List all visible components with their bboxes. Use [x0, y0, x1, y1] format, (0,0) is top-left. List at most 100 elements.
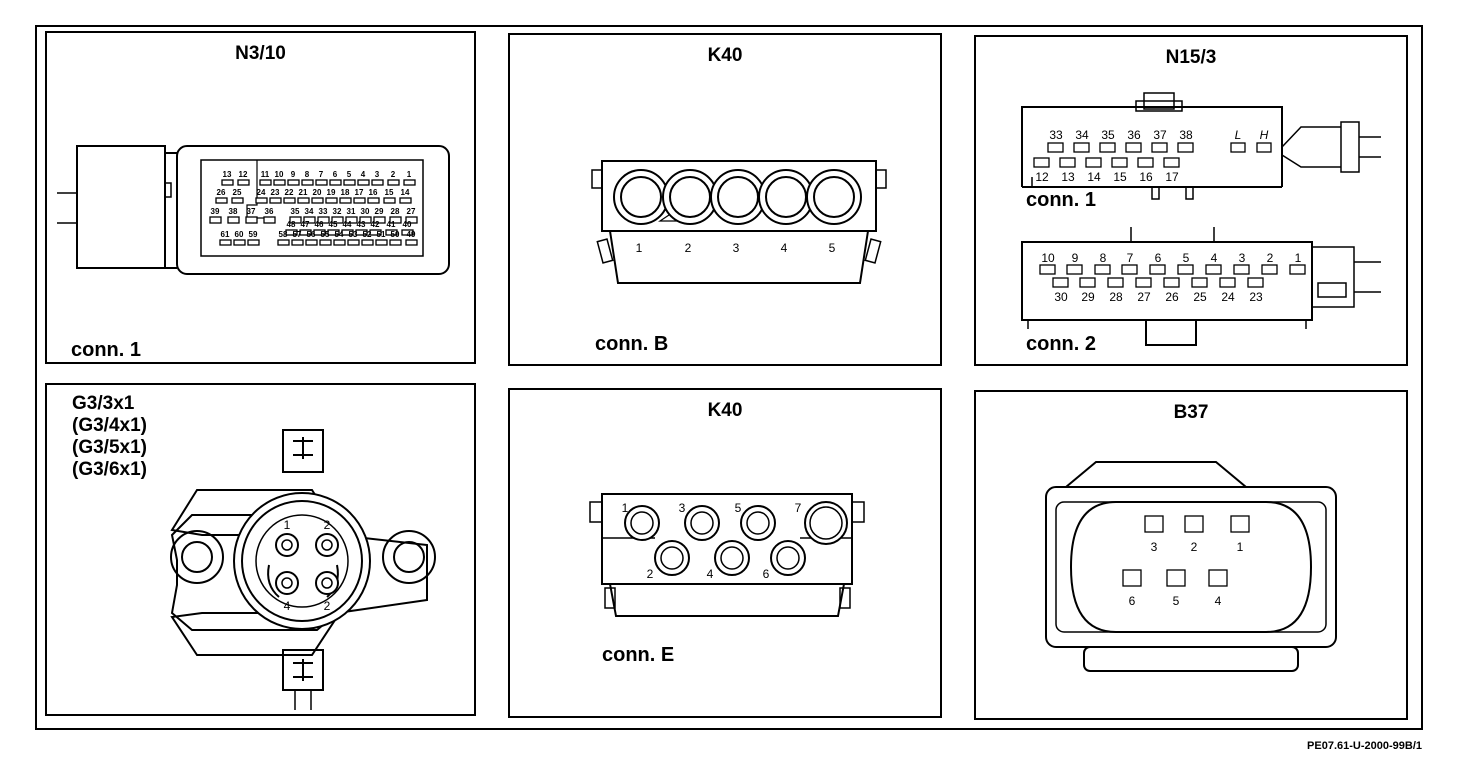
pin-socket [1033, 157, 1050, 168]
pin-label: 1 [1237, 540, 1244, 554]
pin-label: 5 [1183, 251, 1190, 265]
pin-socket [1122, 569, 1142, 587]
pin-socket [233, 239, 246, 246]
pin-label: 55 [321, 230, 330, 239]
pin-label: 3 [1151, 540, 1158, 554]
pin-socket [359, 216, 372, 224]
pin-socket [289, 216, 302, 224]
pin-label: 31 [347, 207, 356, 216]
pin-socket [321, 577, 333, 589]
pin-label: 36 [1127, 128, 1141, 142]
pin-socket [1233, 264, 1250, 275]
pin-socket [311, 197, 324, 204]
pin-label: 17 [355, 188, 364, 197]
pin-label: 4 [707, 567, 714, 581]
pin-socket [1066, 264, 1083, 275]
pin-label: 35 [291, 207, 300, 216]
panel-title: B37 [1173, 402, 1209, 423]
pin-label: 9 [1072, 251, 1079, 265]
pin-socket [343, 179, 356, 186]
pin-socket [255, 197, 268, 204]
conn-label: conn. B [595, 333, 669, 355]
pin-label: 15 [385, 188, 394, 197]
pin-label: 13 [1061, 170, 1075, 184]
pin-socket [405, 216, 418, 224]
pin-label: 25 [1193, 290, 1207, 304]
pin-label: 60 [235, 230, 244, 239]
pin-label: 24 [257, 188, 266, 197]
pin-label: 22 [285, 188, 294, 197]
pin-socket [315, 179, 328, 186]
pin-socket [341, 229, 354, 236]
pin-label: 1 [1295, 251, 1302, 265]
pin-label: 4 [781, 241, 788, 255]
pin-socket [259, 179, 272, 186]
pin-label: 30 [1054, 290, 1068, 304]
pin-label: 3 [375, 170, 380, 179]
pin-label: 34 [305, 207, 314, 216]
pin-socket [215, 197, 228, 204]
pin-socket [383, 197, 396, 204]
pin-label: 53 [349, 230, 358, 239]
pin-label: 14 [401, 188, 410, 197]
pin-socket [1247, 277, 1264, 288]
pin-socket [1230, 142, 1246, 153]
pin-label: 29 [1081, 290, 1095, 304]
pin-socket [1039, 264, 1056, 275]
pin-label: 41 [387, 220, 396, 229]
pin-label: 36 [265, 207, 274, 216]
pin-socket [1111, 157, 1128, 168]
pin-socket [277, 239, 290, 246]
pin-socket [1261, 264, 1278, 275]
pin-socket [355, 229, 368, 236]
pin-socket [765, 176, 807, 218]
pin-socket [1205, 264, 1222, 275]
pin-socket [245, 216, 258, 224]
pin-label: 13 [223, 170, 232, 179]
pin-socket [301, 179, 314, 186]
pin-label: 2 [391, 170, 396, 179]
pin-socket [1085, 157, 1102, 168]
pin-socket [325, 197, 338, 204]
pin-label: 33 [1049, 128, 1063, 142]
pin-socket [317, 216, 330, 224]
pin-socket [281, 577, 293, 589]
pin-socket [1137, 157, 1154, 168]
panel-title: K40 [707, 400, 743, 421]
pin-socket [809, 506, 843, 540]
pin-label: 2 [1191, 540, 1198, 554]
pin-socket [329, 179, 342, 186]
pin-socket [237, 179, 250, 186]
pin-socket [313, 229, 326, 236]
pin-label: 3 [1239, 251, 1246, 265]
pin-label: 38 [1179, 128, 1193, 142]
pin-socket [347, 239, 360, 246]
pin-socket [1289, 264, 1306, 275]
pin-socket [319, 239, 332, 246]
pin-socket [273, 179, 286, 186]
pin-socket [1163, 277, 1180, 288]
pin-socket [1107, 277, 1124, 288]
pin-label: 1 [407, 170, 412, 179]
pin-socket [231, 197, 244, 204]
pin-socket [1135, 277, 1152, 288]
pin-socket [1079, 277, 1096, 288]
pin-label: 61 [221, 230, 230, 239]
pin-label: 23 [271, 188, 280, 197]
pin-socket [287, 179, 300, 186]
pin-socket [1073, 142, 1090, 153]
pin-label: 1 [622, 501, 629, 515]
pin-socket [369, 229, 382, 236]
pin-socket [389, 239, 402, 246]
pin-label: 56 [307, 230, 316, 239]
pin-label: 29 [375, 207, 384, 216]
pin-label: 51 [377, 230, 386, 239]
pin-socket [385, 229, 398, 236]
pin-socket [1052, 277, 1069, 288]
pin-socket [720, 546, 744, 570]
